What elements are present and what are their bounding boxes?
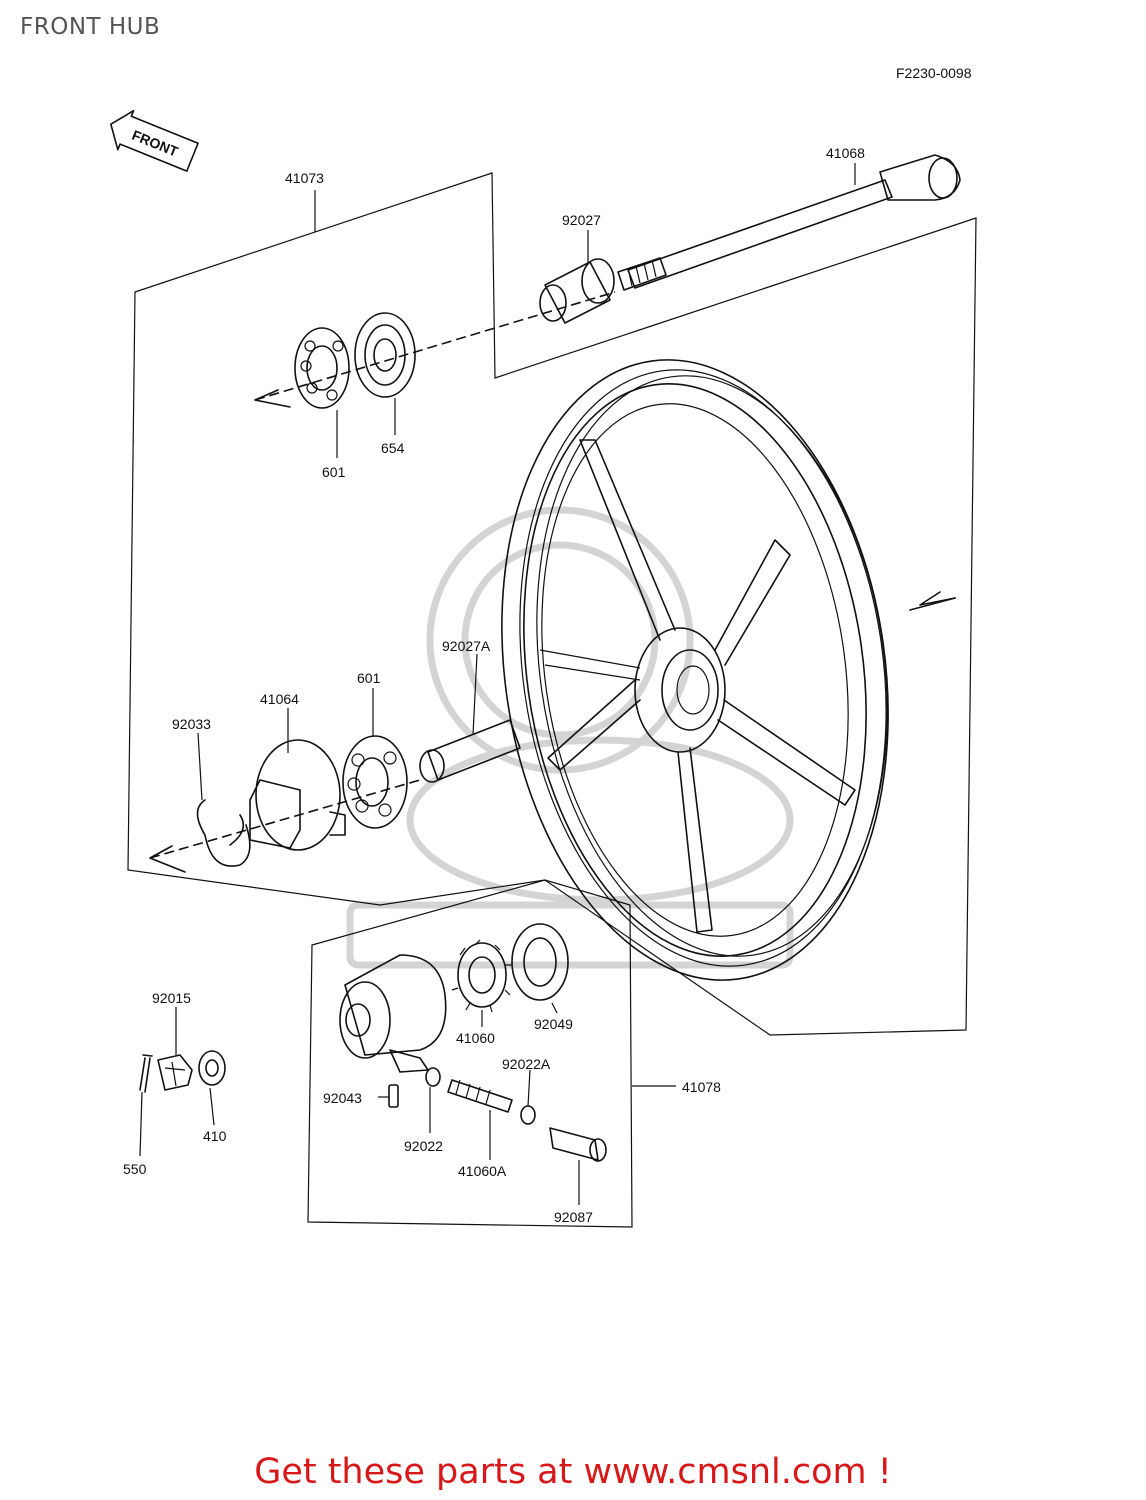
circlip-92033 bbox=[196, 799, 251, 867]
label-654: 654 bbox=[381, 440, 405, 456]
collar-92027A bbox=[419, 719, 521, 783]
collar-92027 bbox=[539, 258, 615, 324]
label-41064: 41064 bbox=[260, 691, 299, 707]
washer-92022 bbox=[425, 1067, 441, 1087]
seal-92049 bbox=[511, 923, 569, 1001]
washer-410 bbox=[198, 1050, 226, 1086]
promo-banner: Get these parts at www.cmsnl.com ! bbox=[0, 1452, 1146, 1492]
label-92049: 92049 bbox=[534, 1016, 573, 1032]
label-410: 410 bbox=[203, 1128, 227, 1144]
oil-seal-654 bbox=[354, 312, 416, 398]
bearing-601-lower bbox=[342, 735, 408, 829]
promo-link[interactable]: Get these parts at www.cmsnl.com ! bbox=[254, 1452, 892, 1492]
axle-centerline bbox=[254, 291, 616, 401]
label-41060: 41060 bbox=[456, 1030, 495, 1046]
label-41078: 41078 bbox=[682, 1079, 721, 1095]
pin-92043 bbox=[388, 1084, 399, 1108]
bushing-92087 bbox=[549, 1127, 607, 1162]
speedometer-gear-41060 bbox=[451, 939, 512, 1013]
label-92043: 92043 bbox=[323, 1090, 362, 1106]
front-arrow-label: FRONT bbox=[130, 127, 181, 160]
figure-code: F2230-0098 bbox=[896, 65, 972, 81]
axle bbox=[617, 154, 961, 291]
mid-right-arrow bbox=[909, 597, 956, 611]
label-92027: 92027 bbox=[562, 212, 601, 228]
label-92022: 92022 bbox=[404, 1138, 443, 1154]
page-title: FRONT HUB bbox=[20, 14, 161, 40]
lower-left-arrow bbox=[149, 845, 186, 873]
washer-92022A bbox=[520, 1105, 536, 1125]
label-601-lower: 601 bbox=[357, 670, 381, 686]
label-41060A: 41060A bbox=[458, 1163, 507, 1179]
label-92087: 92087 bbox=[554, 1209, 593, 1225]
cotter-pin-550 bbox=[139, 1054, 153, 1093]
lower-centerline bbox=[149, 779, 421, 859]
label-550: 550 bbox=[123, 1161, 147, 1177]
label-92015: 92015 bbox=[152, 990, 191, 1006]
nut-92015 bbox=[157, 1054, 193, 1091]
label-41068: 41068 bbox=[826, 145, 865, 161]
pinion-41060A bbox=[447, 1079, 513, 1113]
speedometer-gear-housing bbox=[339, 954, 447, 1073]
leader-lines bbox=[139, 163, 856, 1205]
label-92022A: 92022A bbox=[502, 1056, 551, 1072]
group-outline-41073 bbox=[127, 172, 977, 1036]
group-outline-41078 bbox=[307, 879, 633, 1228]
label-92027A: 92027A bbox=[442, 638, 491, 654]
hub-cover-41064 bbox=[249, 739, 346, 851]
front-wheel bbox=[501, 359, 956, 981]
left-direction-arrow bbox=[254, 389, 291, 408]
label-92033: 92033 bbox=[172, 716, 211, 732]
front-direction-arrow: FRONT bbox=[110, 109, 199, 172]
label-601-upper: 601 bbox=[322, 464, 346, 480]
bearing-601-upper bbox=[294, 327, 350, 409]
label-41073: 41073 bbox=[285, 170, 324, 186]
